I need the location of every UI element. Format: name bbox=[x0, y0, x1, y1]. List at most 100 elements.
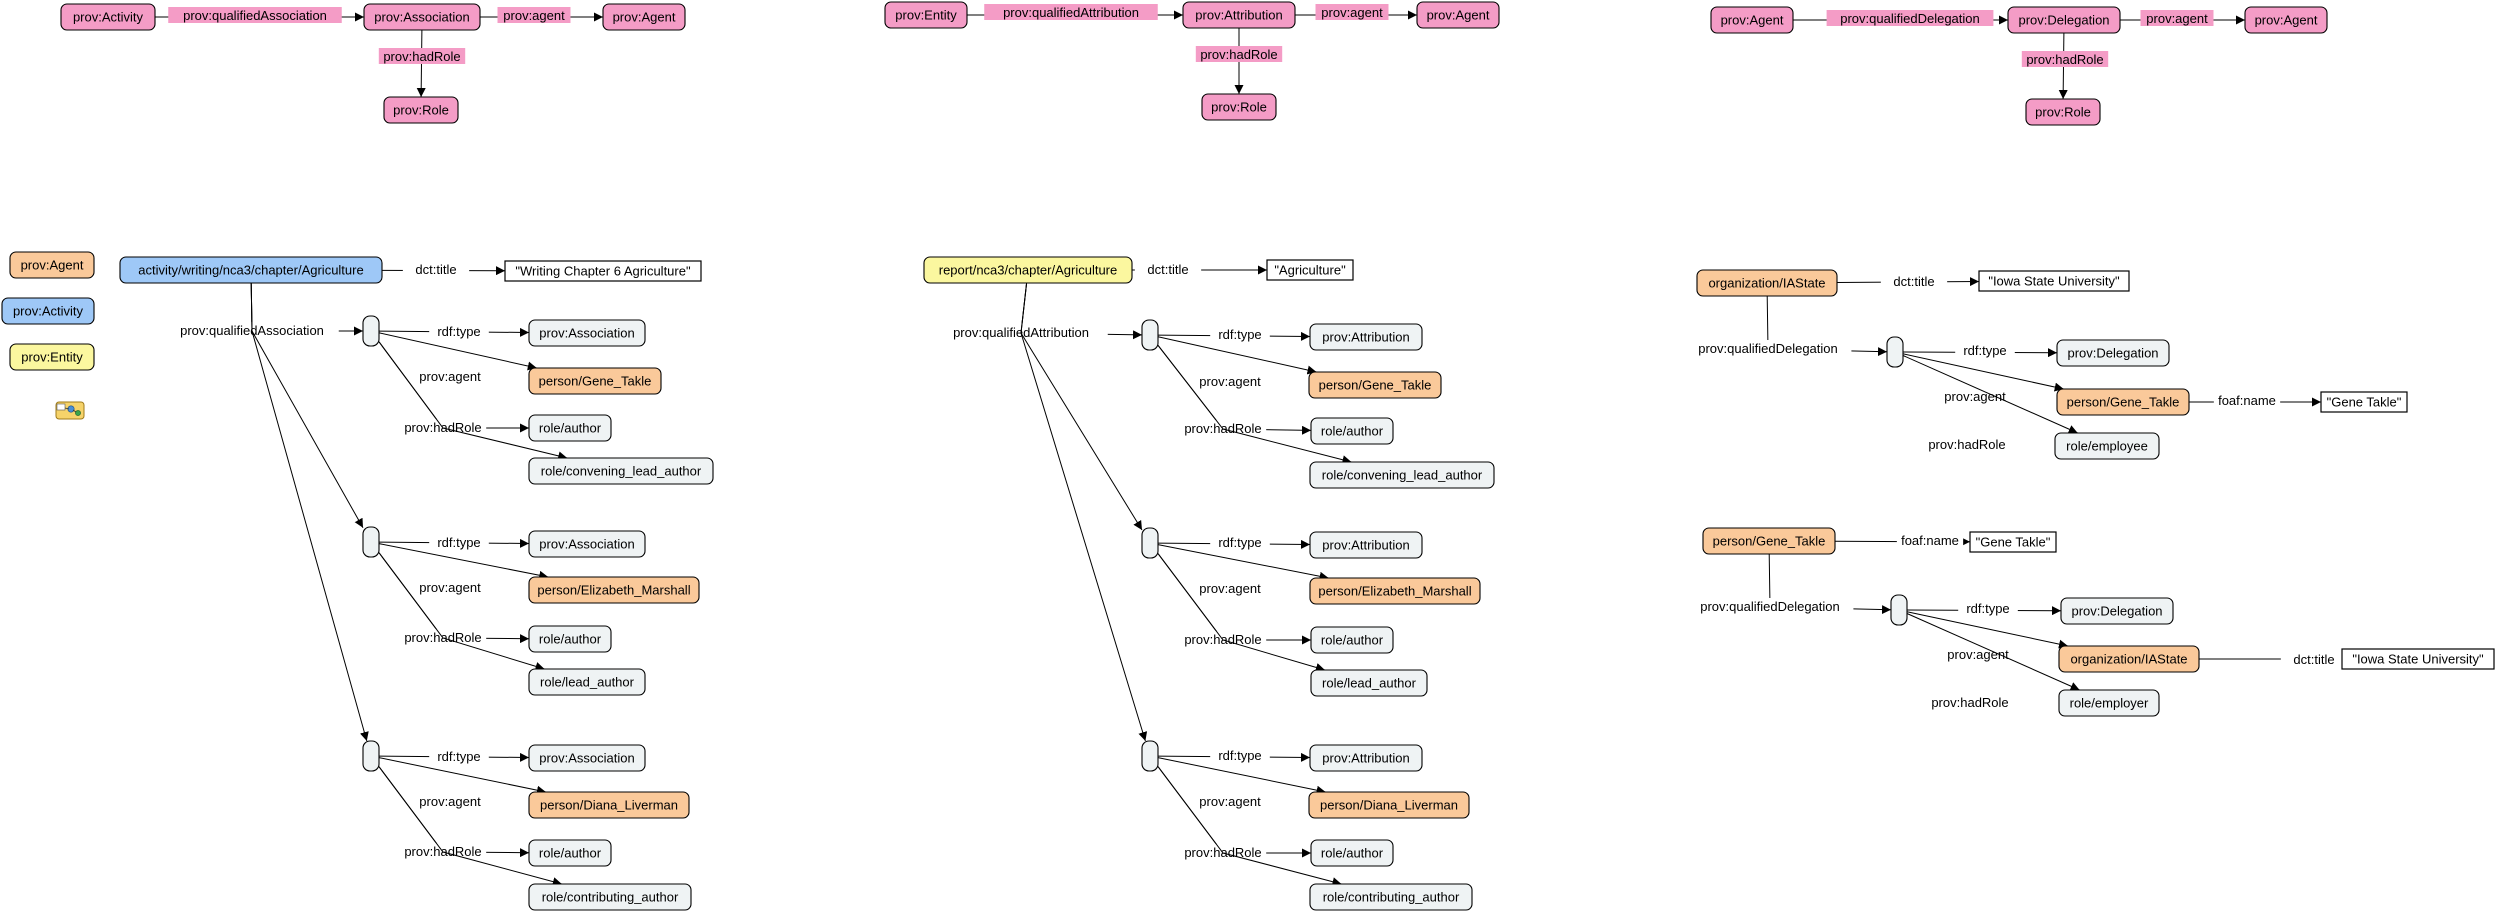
node-b2-role2[interactable]: role/lead_author bbox=[1310, 669, 1428, 697]
edge-label-text: prov:qualifiedDelegation bbox=[1698, 341, 1837, 356]
node-d1-type[interactable]: prov:Delegation bbox=[2060, 597, 2174, 625]
edge-label-text: prov:agent bbox=[419, 794, 481, 809]
edge-line bbox=[1906, 613, 2080, 691]
edge-label-text: prov:agent bbox=[419, 580, 481, 595]
edge-line bbox=[250, 282, 369, 742]
edge-label-bg bbox=[429, 534, 489, 550]
node-box bbox=[362, 526, 380, 558]
node-b1-b[interactable] bbox=[1141, 319, 1159, 351]
node-a2-role2[interactable]: role/lead_author bbox=[528, 668, 646, 696]
node-pc-agent2[interactable]: prov:Agent bbox=[2244, 6, 2328, 34]
node-label: prov:Attribution bbox=[1322, 330, 1409, 345]
node-b2-agent[interactable]: person/Elizabeth_Marshall bbox=[1309, 577, 1481, 605]
node-b3-b[interactable] bbox=[1141, 740, 1159, 772]
node-c1-b[interactable] bbox=[1886, 336, 1904, 368]
node-pb-role[interactable]: prov:Role bbox=[1201, 93, 1277, 121]
node-a1-role1[interactable]: role/author bbox=[528, 414, 612, 442]
node-d1-b[interactable] bbox=[1890, 594, 1908, 626]
node-pc-agent1[interactable]: prov:Agent bbox=[1710, 6, 1794, 34]
node-b3-type[interactable]: prov:Attribution bbox=[1309, 744, 1423, 772]
edge-label-bg bbox=[399, 629, 487, 645]
edge-d-root-to-d-name: foaf:name bbox=[1834, 532, 1971, 548]
node-label: activity/writing/nca3/chapter/Agricultur… bbox=[138, 263, 363, 278]
edge-line bbox=[1157, 336, 1317, 375]
node-pa-activity[interactable]: prov:Activity bbox=[60, 3, 156, 31]
node-a-root[interactable]: activity/writing/nca3/chapter/Agricultur… bbox=[119, 256, 383, 284]
edge-label: prov:agent bbox=[1193, 793, 1267, 809]
node-b3-role1[interactable]: role/author bbox=[1310, 839, 1394, 867]
node-a2-b[interactable] bbox=[362, 526, 380, 558]
node-label: prov:Attribution bbox=[1195, 8, 1282, 23]
node-c-title[interactable]: "Iowa State University" bbox=[1978, 270, 2130, 292]
edge-label-bg bbox=[399, 843, 487, 859]
node-pb-attribution[interactable]: prov:Attribution bbox=[1182, 1, 1296, 29]
node-d-name[interactable]: "Gene Takle" bbox=[1969, 531, 2057, 553]
node-pb-entity[interactable]: prov:Entity bbox=[884, 1, 968, 29]
node-pb-agent[interactable]: prov:Agent bbox=[1416, 1, 1500, 29]
edge-label-bg bbox=[1955, 342, 2015, 358]
node-b-title[interactable]: "Agriculture" bbox=[1266, 259, 1354, 281]
node-b1-agent[interactable]: person/Gene_Takle bbox=[1308, 371, 1442, 399]
node-b3-role2[interactable]: role/contributing_author bbox=[1309, 883, 1473, 911]
node-c1-name[interactable]: "Gene Takle" bbox=[2320, 391, 2408, 413]
edge-label-bg bbox=[399, 419, 487, 435]
node-a1-role2[interactable]: role/convening_lead_author bbox=[528, 457, 714, 485]
edge-line bbox=[378, 757, 547, 795]
node-a3-type[interactable]: prov:Association bbox=[528, 744, 646, 772]
node-b2-type[interactable]: prov:Attribution bbox=[1309, 531, 1423, 559]
node-b3-agent[interactable]: person/Diana_Liverman bbox=[1308, 791, 1470, 819]
node-box bbox=[602, 3, 686, 31]
node-a3-role2[interactable]: role/contributing_author bbox=[528, 883, 692, 911]
node-c-root[interactable]: organization/IAState bbox=[1696, 269, 1838, 297]
node-label: prov:Role bbox=[2035, 105, 2091, 120]
node-b1-type[interactable]: prov:Attribution bbox=[1309, 323, 1423, 351]
node-a2-agent[interactable]: person/Elizabeth_Marshall bbox=[528, 576, 700, 604]
edge-b1-b-to-b1-agent: prov:agent bbox=[1157, 336, 1317, 389]
node-c1-agent[interactable]: person/Gene_Takle bbox=[2056, 388, 2190, 416]
node-label: prov:Association bbox=[539, 537, 634, 552]
node-b2-b[interactable] bbox=[1141, 527, 1159, 559]
edge-label-bg bbox=[402, 261, 470, 277]
node-box bbox=[1310, 839, 1394, 867]
node-c1-role[interactable]: role/employee bbox=[2054, 432, 2160, 460]
node-pa-role[interactable]: prov:Role bbox=[383, 96, 459, 124]
edge-line bbox=[1902, 355, 2078, 434]
node-b1-role1[interactable]: role/author bbox=[1310, 417, 1394, 445]
node-a3-b[interactable] bbox=[362, 740, 380, 772]
node-d1-title[interactable]: "Iowa State University" bbox=[2341, 648, 2495, 670]
node-a1-b[interactable] bbox=[362, 315, 380, 347]
node-a1-type[interactable]: prov:Association bbox=[528, 319, 646, 347]
edge-label-bg bbox=[1941, 646, 2015, 662]
node-c1-type[interactable]: prov:Delegation bbox=[2056, 339, 2170, 367]
node-pa-association[interactable]: prov:Association bbox=[363, 3, 481, 31]
node-a3-role1[interactable]: role/author bbox=[528, 839, 612, 867]
node-a1-agent[interactable]: person/Gene_Takle bbox=[528, 367, 662, 395]
node-b1-role2[interactable]: role/convening_lead_author bbox=[1309, 461, 1495, 489]
edge-label-text: prov:agent bbox=[1944, 389, 2006, 404]
edge-label-text: prov:agent bbox=[1199, 374, 1261, 389]
node-a3-agent[interactable]: person/Diana_Liverman bbox=[528, 791, 690, 819]
node-b-root[interactable]: report/nca3/chapter/Agriculture bbox=[923, 256, 1133, 284]
node-b2-role1[interactable]: role/author bbox=[1310, 626, 1394, 654]
edge-label-text: prov:hadRole bbox=[1928, 437, 2005, 452]
node-d-root[interactable]: person/Gene_Takle bbox=[1702, 527, 1836, 555]
edge-label-bg bbox=[1210, 326, 1270, 342]
edge-line bbox=[378, 332, 537, 371]
edge-b2-b-to-b2-role1: prov:hadRole bbox=[1157, 553, 1311, 647]
edge-label: prov:hadRole bbox=[1179, 844, 1267, 860]
edge-label: prov:agent bbox=[413, 793, 487, 809]
edge-line bbox=[1157, 544, 1329, 581]
node-pc-delegation[interactable]: prov:Delegation bbox=[2007, 6, 2121, 34]
node-pc-role[interactable]: prov:Role bbox=[2025, 98, 2101, 126]
node-box bbox=[1141, 740, 1159, 772]
node-a-title[interactable]: "Writing Chapter 6 Agriculture" bbox=[504, 260, 702, 282]
edge-line bbox=[378, 552, 545, 671]
node-d1-role[interactable]: role/employer bbox=[2058, 689, 2160, 717]
edge-d1-agent-to-d1-title: dct:title bbox=[2199, 651, 2348, 667]
node-pa-agent[interactable]: prov:Agent bbox=[602, 3, 686, 31]
node-a2-type[interactable]: prov:Association bbox=[528, 530, 646, 558]
edge-b2-b-to-b2-role2 bbox=[1157, 553, 1326, 672]
edge-label-bg bbox=[1134, 261, 1202, 277]
node-d1-agent[interactable]: organization/IAState bbox=[2058, 645, 2200, 673]
node-a2-role1[interactable]: role/author bbox=[528, 625, 612, 653]
